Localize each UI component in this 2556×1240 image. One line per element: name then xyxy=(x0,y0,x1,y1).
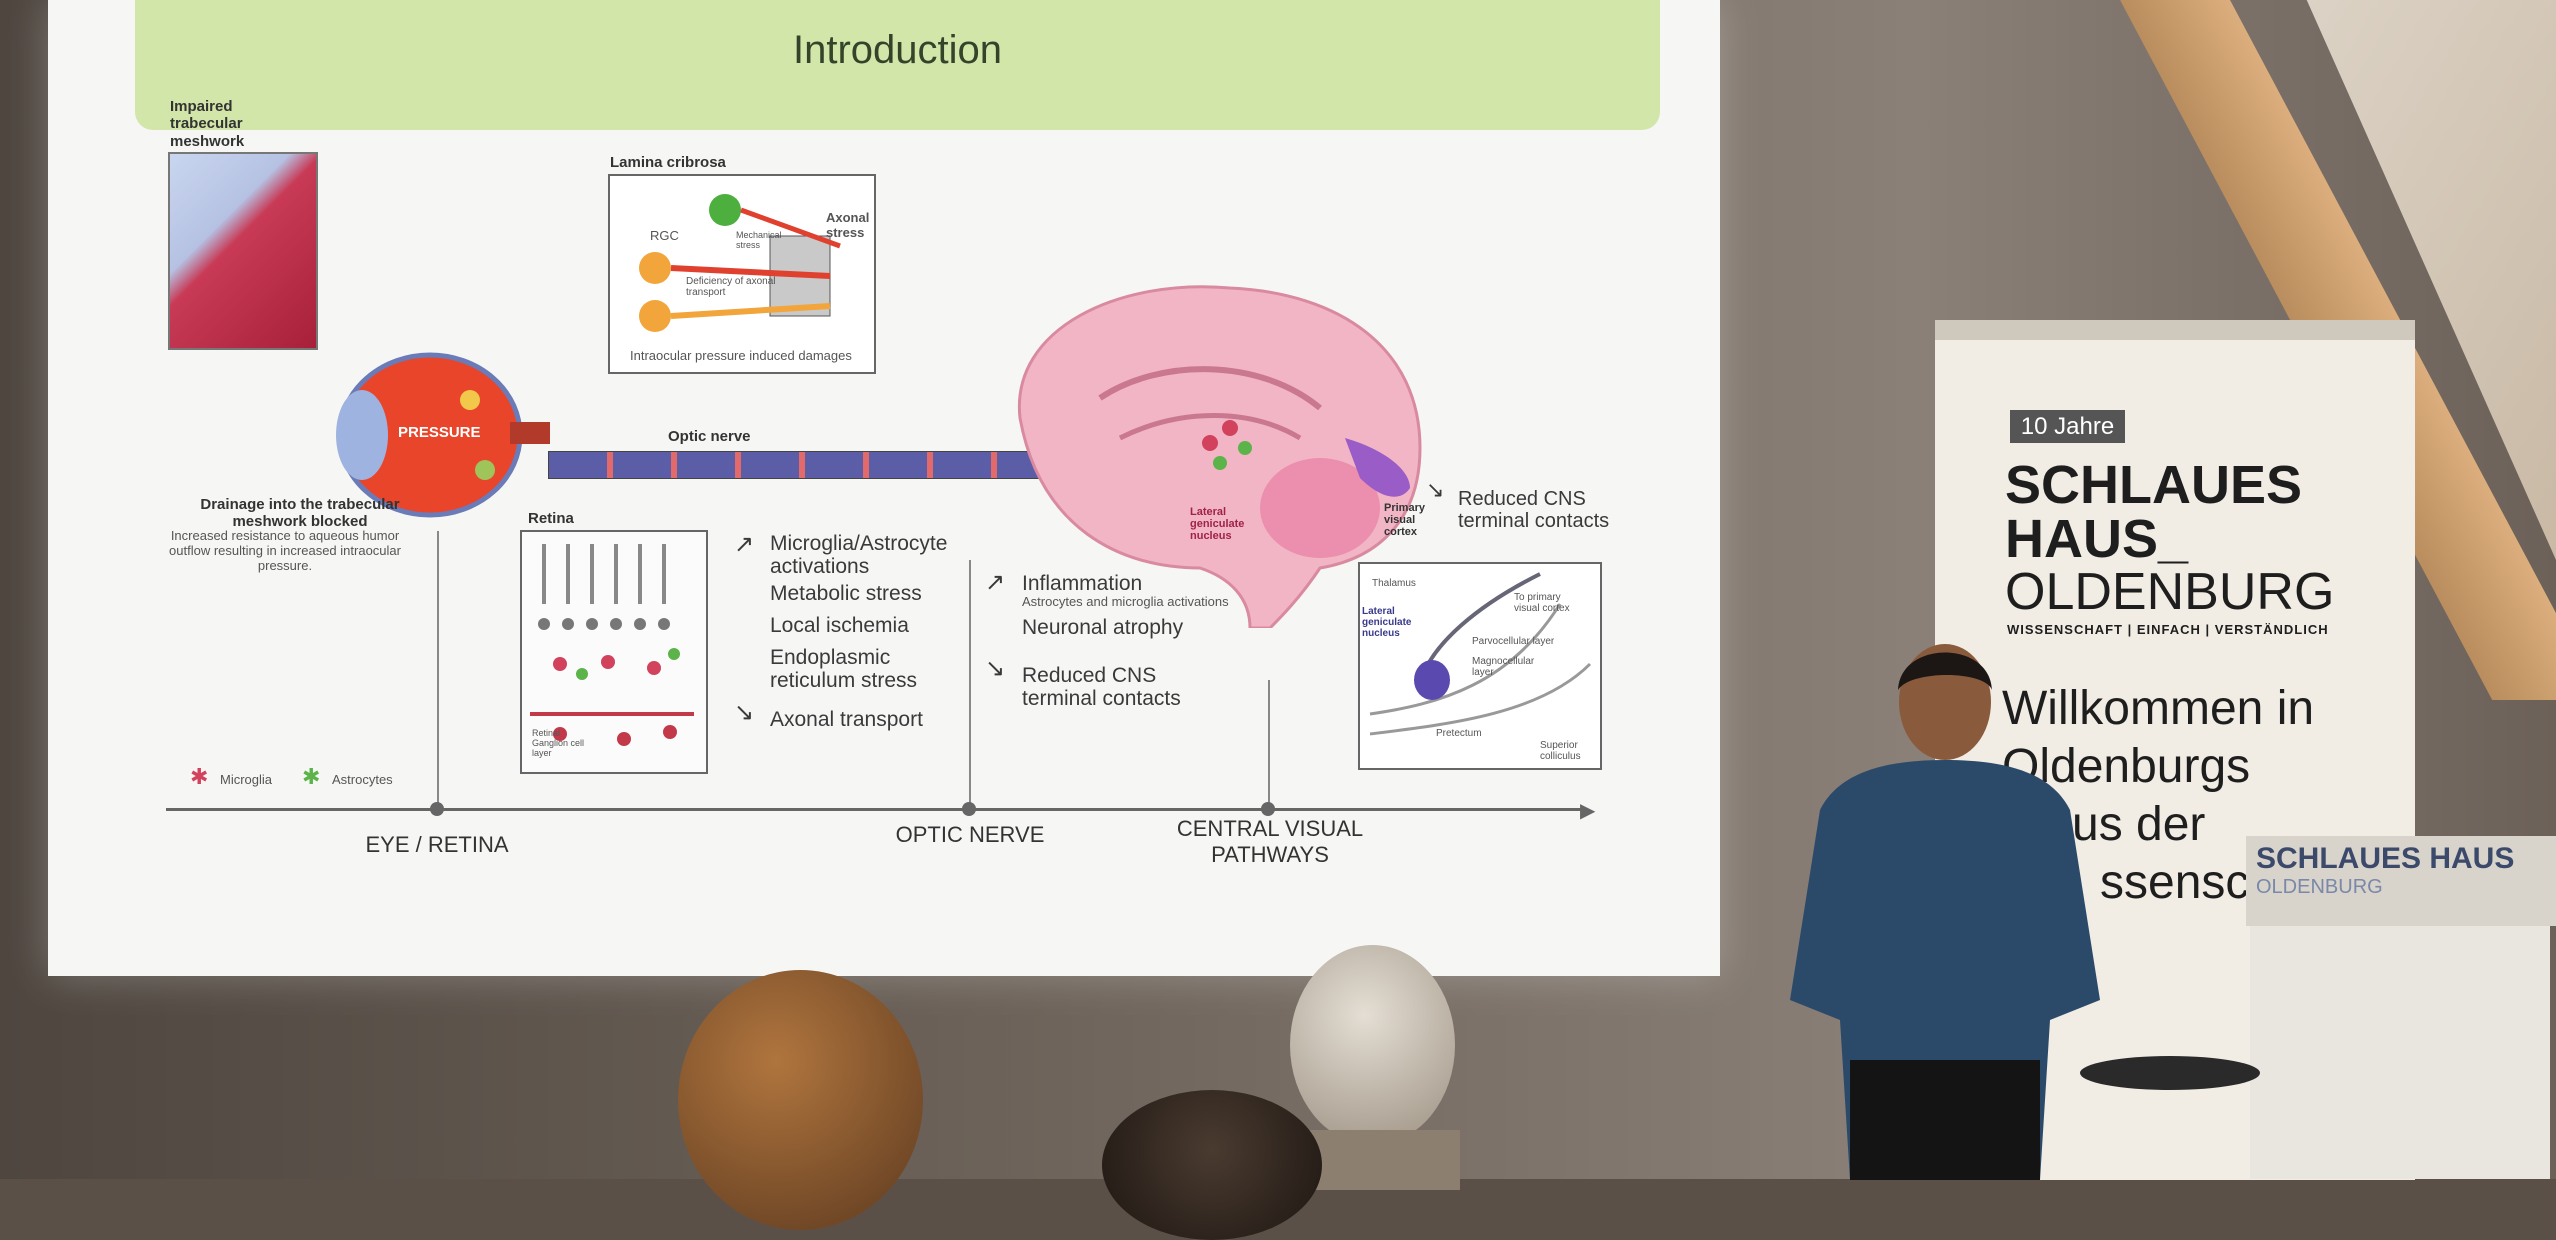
effect-inflammation: Inflammation xyxy=(1022,572,1143,595)
effect-activations: Microglia/Astrocyte activations xyxy=(770,532,948,579)
arrow-down-icon: ↘ xyxy=(734,699,755,726)
effect-ischemia: Local ischemia xyxy=(770,614,909,637)
banner-badge: 10 Jahre xyxy=(2010,410,2125,443)
label-axonal-stress: Axonal stress xyxy=(826,210,870,240)
label-drainage: Drainage into the trabecular meshwork bl… xyxy=(200,496,400,531)
bar-stool xyxy=(2080,1056,2260,1090)
axis-eye-retina: EYE / RETINA xyxy=(365,832,509,857)
axis-optic-nerve: OPTIC NERVE xyxy=(895,822,1045,847)
label-lgn: Lateral geniculate nucleus xyxy=(1190,506,1245,542)
astrocyte-icon: ✱ xyxy=(302,764,321,789)
axis-marker xyxy=(962,802,976,816)
label-impaired: Impaired trabecular meshwork xyxy=(170,98,245,150)
arrow-up-icon: ↗ xyxy=(985,569,1006,596)
audience-head xyxy=(678,970,923,1230)
label-pretectum: Pretectum xyxy=(1436,728,1482,739)
arrow-down-icon: ↘ xyxy=(1426,477,1445,502)
label-rgc: RGC xyxy=(650,228,679,243)
audience-head xyxy=(1102,1090,1322,1240)
banner-sub: WISSENSCHAFT | EINFACH | VERSTÄNDLICH xyxy=(2007,622,2329,637)
lectern-label: SCHLAUES HAUS xyxy=(2256,842,2515,875)
label-magno: Magnocellular layer xyxy=(1472,656,1535,678)
banner-line3: OLDENBURG xyxy=(2005,563,2335,621)
label-optic-nerve: Optic nerve xyxy=(668,428,751,445)
divider-nerve xyxy=(969,560,971,810)
label-retinal-ganglion: Retinal Ganglion cell layer xyxy=(532,728,585,758)
banner-line1: SCHLAUES xyxy=(2005,455,2303,515)
lectern-sub: OLDENBURG xyxy=(2256,876,2383,898)
slide-title: Introduction xyxy=(792,28,1003,72)
microglia-icon: ✱ xyxy=(190,764,209,789)
axis-marker xyxy=(430,802,444,816)
timeline-axis xyxy=(166,808,1586,811)
legend-microglia: Microglia xyxy=(220,772,273,787)
banner-top-rail xyxy=(1935,320,2415,340)
effect-metabolic: Metabolic stress xyxy=(770,582,922,605)
projected-slide xyxy=(48,0,1720,976)
label-visual-cortex: Primary visual cortex xyxy=(1384,502,1425,538)
divider-central xyxy=(1268,680,1270,810)
effect-er-stress: Endoplasmic reticulum stress xyxy=(770,646,918,693)
audience-shoulders xyxy=(1310,1130,1460,1190)
trabecular-image xyxy=(168,152,318,350)
eye-diagram xyxy=(336,352,550,518)
label-retina: Retina xyxy=(528,510,574,527)
label-lgn2: Lateral geniculate nucleus xyxy=(1362,606,1412,639)
effect-axonal-transport: Axonal transport xyxy=(770,708,923,731)
slide-title-bar xyxy=(135,0,1660,130)
retina-layers xyxy=(530,544,694,746)
label-mechanical: Mechanical stress xyxy=(736,230,782,250)
speaker xyxy=(1790,644,2100,1180)
brain-diagram xyxy=(1017,285,1422,628)
arrow-down-icon: ↘ xyxy=(985,655,1006,682)
label-lamina: Lamina cribrosa xyxy=(610,154,726,171)
label-reduced-top: Reduced CNS terminal contacts xyxy=(1458,488,1610,532)
label-thalamus: Thalamus xyxy=(1372,578,1416,589)
label-to-primary: To primary visual cortex xyxy=(1514,592,1570,614)
audience-head xyxy=(1290,945,1455,1145)
arrow-up-icon: ↗ xyxy=(734,531,755,558)
lamina-neurons xyxy=(639,194,841,332)
effect-reduced-cns: Reduced CNS terminal contacts xyxy=(1022,664,1181,711)
effect-atrophy: Neuronal atrophy xyxy=(1022,616,1184,639)
effect-inflammation-sub: Astrocytes and microglia activations xyxy=(1022,594,1229,609)
legend-astrocytes: Astrocytes xyxy=(332,772,393,787)
thalamus-diagram xyxy=(1369,572,1592,736)
axis-marker xyxy=(1261,802,1275,816)
pressure-label: PRESSURE xyxy=(398,424,481,441)
label-parvo: Parvocellular layer xyxy=(1472,636,1555,647)
banner-line2: HAUS_ xyxy=(2005,509,2189,569)
axis-central-visual: CENTRAL VISUAL PATHWAYS xyxy=(1176,816,1364,867)
banner-welcome-1: Willkommen in xyxy=(2002,682,2315,735)
arrow-right-icon: ▶ xyxy=(1580,800,1596,822)
label-intraocular: Intraocular pressure induced damages xyxy=(630,348,852,363)
lectern-top xyxy=(2246,836,2556,926)
banner-welcome-3: us der xyxy=(2072,798,2206,851)
label-deficiency: Deficiency of axonal transport xyxy=(686,276,776,298)
label-superior: Superior colliculus xyxy=(1540,740,1581,762)
drainage-desc: Increased resistance to aqueous humor ou… xyxy=(169,528,401,573)
divider-eye xyxy=(437,531,439,809)
thalamus-box xyxy=(1358,562,1602,770)
